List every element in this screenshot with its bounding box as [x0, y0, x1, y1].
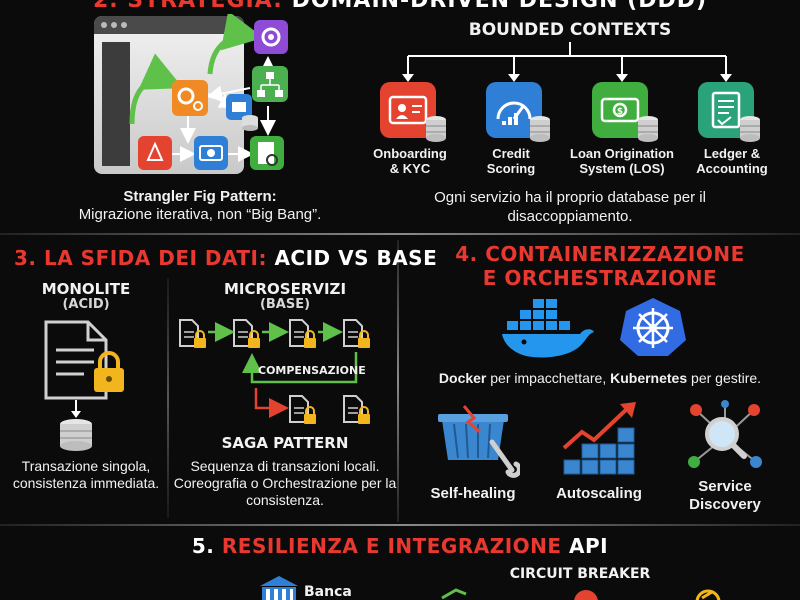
circuit-breaker-indicators	[436, 586, 736, 600]
bounded-contexts-title: BOUNDED CONTEXTS	[468, 20, 672, 40]
divider	[0, 524, 800, 526]
context-credit-scoring	[486, 82, 556, 142]
strangler-title: Strangler Fig Pattern:	[123, 188, 277, 205]
svg-text:$: $	[617, 107, 623, 117]
divider	[0, 233, 800, 235]
monolith-subtitle: (ACID)	[62, 297, 110, 312]
strangler-fig-illustration	[92, 14, 310, 186]
container-tools-description: Docker per impacchettare, Kubernetes per…	[438, 370, 762, 386]
saga-diagram	[176, 314, 388, 430]
locked-document-icon	[40, 318, 130, 452]
saga-description: Sequenza di transazioni locali. Coreogra…	[173, 458, 397, 508]
database-icon	[738, 116, 762, 142]
saga-pattern-title: SAGA PATTERN	[221, 434, 349, 452]
strangler-subtitle: Migrazione iterativa, non “Big Bang”.	[78, 206, 322, 223]
section-3-title: 3. LA SFIDA DEI DATI: ACID VS BASE	[14, 246, 438, 270]
circuit-breaker-title: CIRCUIT BREAKER	[509, 566, 651, 582]
bank-icon	[256, 574, 302, 600]
bounded-contexts-tree	[370, 40, 770, 82]
microservices-title: MICROSERVIZI	[223, 280, 347, 298]
section-4-title-line2: E ORCHESTRAZIONE	[482, 266, 718, 290]
database-icon	[424, 116, 448, 142]
bank-label: Banca	[304, 584, 352, 600]
monolith-description: Transazione singola, consistenza immedia…	[12, 458, 160, 491]
context-label-onboarding: Onboarding & KYC	[373, 146, 447, 176]
divider	[167, 278, 169, 518]
self-healing-icon	[434, 402, 520, 478]
database-icon	[528, 116, 552, 142]
section-4-title-line1: 4. CONTAINERIZZAZIONE	[455, 242, 745, 266]
feature-label-self-healing: Self-healing	[430, 485, 516, 502]
autoscaling-icon	[560, 398, 646, 478]
section-2-title: 2. STRATEGIA: DOMAIN-DRIVEN DESIGN (DDD)	[92, 0, 708, 13]
feature-label-service-discovery: Service Discovery	[689, 478, 761, 513]
service-discovery-icon	[686, 400, 764, 474]
database-icon	[636, 116, 660, 142]
kubernetes-icon	[620, 296, 686, 358]
compensation-label: COMPENSAZIONE	[258, 364, 366, 377]
context-ledger	[698, 82, 768, 142]
context-label-loan-origination: Loan Origination System (LOS)	[570, 146, 674, 176]
monolith-title: MONOLITE	[41, 280, 131, 298]
context-label-ledger: Ledger & Accounting	[696, 146, 768, 176]
context-onboarding	[380, 82, 450, 142]
section-5-title: 5. RESILIENZA E INTEGRAZIONE API	[191, 534, 609, 558]
context-loan-origination: $	[592, 82, 662, 142]
microservices-subtitle: (BASE)	[259, 297, 311, 312]
bounded-contexts-note: Ogni servizio ha il proprio database per…	[434, 189, 706, 225]
feature-label-autoscaling: Autoscaling	[556, 485, 642, 502]
divider	[397, 240, 399, 522]
context-label-credit-scoring: Credit Scoring	[486, 146, 536, 176]
docker-icon	[498, 294, 598, 360]
